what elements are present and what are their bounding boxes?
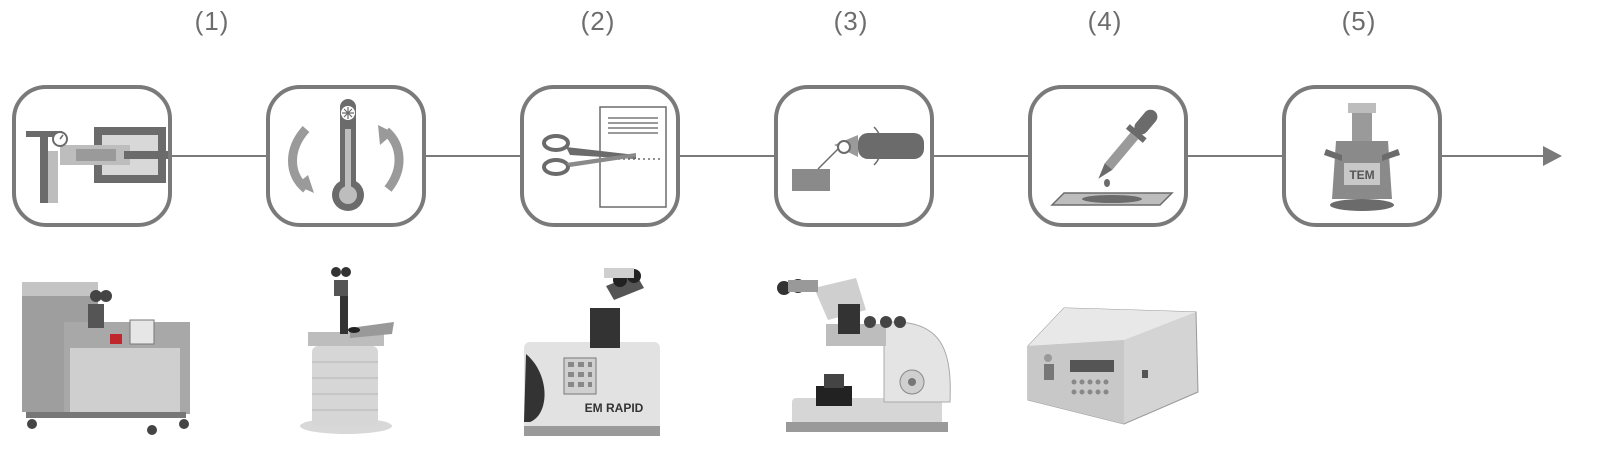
step-number-1: (1) (194, 6, 230, 36)
high-pressure-freezer-device (22, 282, 190, 435)
pipette-staining-icon (1050, 109, 1174, 206)
step-2-icon (266, 85, 426, 227)
ultramicrotome-device (777, 278, 951, 432)
step-number-5: (5) (1341, 6, 1377, 36)
tem-microscope-icon: TEM (1324, 103, 1400, 211)
stereo-microscope-dewar-device (300, 267, 394, 434)
scissors-trimming-icon (542, 106, 667, 208)
contrasting-stainer-device (1027, 307, 1199, 425)
step-5-icon (1028, 85, 1188, 227)
trimming-machine-device: EM RAPID (524, 268, 660, 436)
ultramicrotome-knife-icon (792, 126, 924, 191)
step-number-2: (2) (580, 6, 616, 36)
high-pressure-freezer-icon (26, 127, 168, 203)
step-6-icon: TEM (1282, 85, 1442, 227)
step-number-3: (3) (833, 6, 869, 36)
step-3-icon (520, 85, 680, 227)
tem-icon-label: TEM (1349, 168, 1374, 182)
red-handle (110, 334, 122, 344)
trimmer-device-label: EM RAPID (585, 401, 644, 415)
step-1-icon (12, 85, 172, 227)
step-number-4: (4) (1087, 6, 1123, 36)
arrow-head-icon (1543, 146, 1562, 166)
step-4-icon (774, 85, 934, 227)
freeze-substitution-thermometer-icon (288, 99, 404, 211)
